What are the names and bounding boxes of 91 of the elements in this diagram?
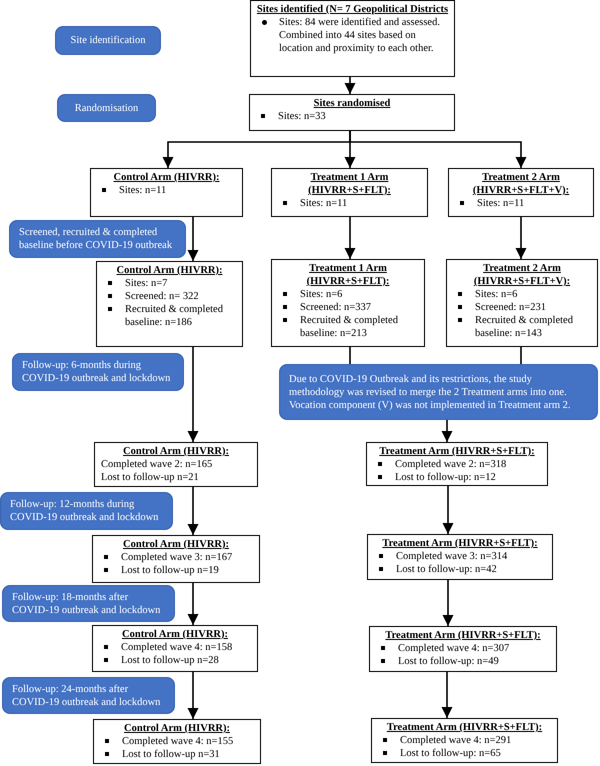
box-heading: Sites randomised (312, 97, 392, 110)
list-item: Screened: n=337 (300, 302, 371, 313)
process-box (366, 442, 548, 486)
list-item: Lost to follow-up: n=49 (398, 656, 499, 667)
note-box (0, 492, 173, 530)
note-text: Due to COVID-19 Outbreak and its restrictions, the study methodology was revised to merge the 2 Treatment arms into one. Vocation component (V) was not implemented in Treatment arm 2. (289, 372, 572, 412)
list-item: Recruited & completed baseline: n=143 (475, 315, 573, 339)
connector-arrow (442, 580, 454, 626)
list-item: Completed wave 4: n=158 (121, 642, 232, 653)
list-item: Screened: n= 322 (125, 291, 199, 302)
box-heading: Treatment Arm (HIVRR+S+FLT): (384, 629, 542, 642)
note-text: Follow-up: 18-months after COVID-19 outbreak and lockdown (12, 590, 162, 616)
process-box (92, 535, 260, 583)
process-box (93, 719, 261, 764)
connector-arrow (441, 420, 453, 442)
process-box (271, 168, 428, 217)
connector-arrow (442, 486, 454, 534)
process-box (369, 626, 557, 672)
box-heading: Treatment Arm (HIVRR+S+FLT): (386, 721, 544, 734)
list-item: Recruited & completed baseline: n=186 (125, 304, 223, 328)
box-heading: Treatment 1 Arm (HIVRR+S+FLT): (307, 171, 392, 197)
process-box (367, 534, 553, 580)
box-heading: Control Arm (HIVRR): (122, 445, 230, 458)
process-box (96, 261, 243, 347)
note-box (55, 26, 161, 55)
list-item: Lost to follow-up: n=65 (400, 748, 501, 759)
list-item: Completed wave 4: n=307 (398, 643, 510, 654)
list-item: Completed wave 4: n=155 (122, 736, 234, 747)
process-box (94, 442, 258, 487)
note-text: Follow-up: 24-months after COVID-19 outbreak and lockdown (12, 682, 162, 708)
list-item: Sites: n=11 (119, 185, 166, 196)
list-item: Sites: n=6 (300, 289, 342, 300)
note-box (12, 353, 184, 391)
note-box (2, 585, 175, 622)
note-box (279, 364, 598, 420)
box-heading: Control Arm (HIVRR): (116, 264, 224, 277)
box-heading: Treatment 2 Arm (HIVRR+S+FLT+V): (472, 171, 570, 197)
box-heading: Control Arm (HIVRR): (123, 722, 231, 735)
list-item: Screened: n=231 (475, 302, 546, 313)
note-text: Screened, recruited & completed baseline before COVID-19 outbreak (19, 226, 174, 252)
list-item: Completed wave 2: n=318 (395, 459, 506, 470)
box-heading: Treatment Arm (HIVRR+S+FLT): (381, 537, 539, 550)
box-heading: Sites identified (N= 7 Geopolitical Districts (256, 3, 450, 16)
list-item: Lost to follow-up: n=12 (395, 472, 496, 483)
list-item: Sites: n=11 (477, 198, 524, 209)
process-box (371, 718, 558, 763)
list-item: Sites: n=7 (125, 278, 168, 289)
list-item: Sites: n=33 (278, 111, 326, 122)
process-box (92, 625, 258, 672)
list-item: Sites: n=6 (475, 289, 518, 300)
box-heading: Treatment 1 Arm (HIVRR+S+FLT): (306, 262, 390, 288)
connector-arrow (344, 77, 356, 94)
list-item: Lost to follow-up: n=42 (396, 564, 497, 575)
list-item: Recruited & completed baseline: n=213 (300, 315, 398, 339)
box-heading: Treatment 2 Arm (HIVRR+S+FLT+V): (472, 262, 572, 288)
list-item: Lost to follow-up n=31 (122, 749, 220, 760)
process-box (271, 259, 425, 347)
box-heading: Treatment Arm (HIVRR+S+FLT): (378, 445, 536, 458)
process-box (446, 259, 598, 347)
list-item: Completed wave 3: n=314 (396, 551, 508, 562)
box-heading: Control Arm (HIVRR): (112, 171, 220, 184)
note-text: Follow-up: 12-months during COVID-19 outbreak and lockdown (10, 498, 160, 524)
list-item: Lost to follow-up n=28 (121, 655, 219, 666)
connector-arrow (187, 583, 199, 625)
connector-arrow (441, 672, 453, 718)
connector-arrow (187, 217, 199, 261)
note-text: Site identification (70, 34, 146, 47)
connector-arrow (349, 131, 527, 168)
note-box (2, 677, 175, 714)
connector-arrow (344, 217, 356, 259)
process-box (250, 0, 455, 77)
connector-arrow (515, 217, 527, 259)
note-box (57, 94, 156, 122)
note-box (9, 220, 186, 258)
process-box (249, 94, 455, 131)
connector-arrow (187, 487, 199, 535)
process-box (448, 168, 594, 217)
list-item: Completed wave 2: n=165 (101, 459, 212, 470)
process-box (90, 168, 243, 217)
note-text: Randomisation (74, 102, 140, 114)
list-item: Completed wave 3: n=167 (121, 552, 232, 563)
box-heading: Control Arm (HIVRR): (121, 628, 229, 641)
connector-arrow (187, 347, 199, 442)
box-heading: Control Arm (HIVRR): (122, 538, 230, 551)
note-text: Follow-up: 6-months during COVID-19 outbreak and lockdown (22, 359, 172, 385)
list-item: Sites: 84 were identified and assessed. Combined into 44 sites based on location and proximity to each other. (279, 17, 440, 54)
list-item: Sites: n=11 (300, 198, 348, 209)
list-item: Completed wave 4: n=291 (400, 735, 512, 746)
list-item: Lost to follow-up n=19 (121, 565, 219, 576)
list-item: Lost to follow-up n=21 (101, 472, 199, 483)
connector-arrow (187, 672, 199, 719)
